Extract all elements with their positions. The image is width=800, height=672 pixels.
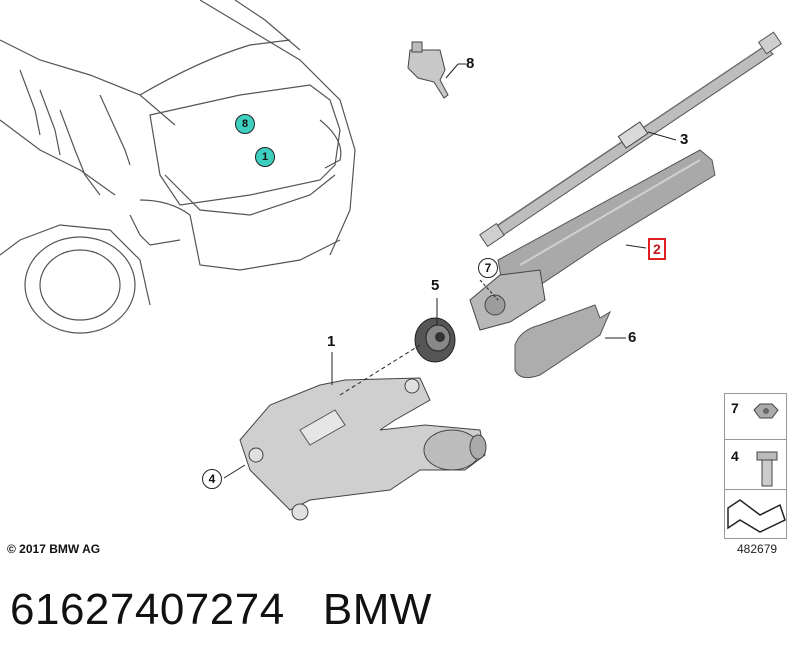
leader-lines [223,63,677,479]
washer-jet [407,41,449,99]
wiper-arm [469,149,716,331]
legend-number-7: 7 [731,400,739,416]
car-rear-outline [0,0,356,334]
copyright-text: © 2017 BMW AG [7,542,101,556]
part-number: 61627407274 [10,585,285,634]
callout-4: 4 [202,469,222,489]
callout-5: 5 [431,277,440,294]
car-callout-8: 8 [235,114,255,134]
wiper-blade [479,31,783,248]
legend-panel: 7 4 [724,393,787,539]
seal-grommet [414,317,456,363]
wiper-arm-cover [514,304,612,379]
legend-cell-4 [725,440,786,490]
callout-2-highlighted: 2 [648,238,666,260]
brand-name: BMW [322,585,432,634]
callout-6: 6 [628,329,637,346]
callout-8: 8 [466,55,475,72]
callout-1: 1 [327,333,336,350]
callout-3: 3 [680,131,689,148]
legend-icons [727,403,786,533]
car-callout-1: 1 [255,147,275,167]
legend-cell-7 [725,394,786,440]
diagram-number: 482679 [737,542,778,556]
callout-7: 7 [478,258,498,278]
part-caption: 61627407274 BMW [10,585,432,635]
wiper-motor [239,377,487,521]
legend-number-4: 4 [731,448,739,464]
